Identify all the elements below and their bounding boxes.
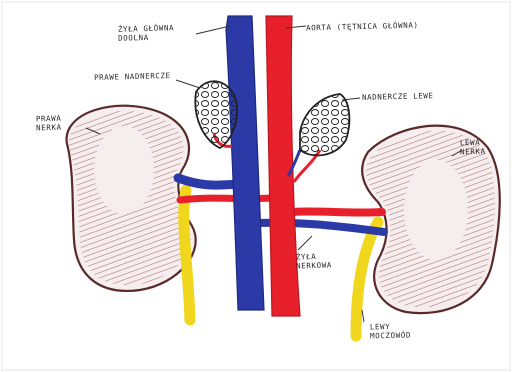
- leader-ureter: [362, 310, 364, 322]
- label-left-adrenal: NADNERCZE LEWE: [362, 91, 434, 102]
- label-renal-vein: ŻYŁA NERKOWA: [296, 252, 332, 272]
- right-ureter: [184, 190, 190, 320]
- left-renal-vein: [242, 223, 384, 232]
- label-vena-cava: ŻYŁA GŁÓWNA DOOLNA: [118, 23, 175, 43]
- leader-renal-vein: [298, 236, 312, 250]
- label-right-kidney: PRAWA NERKA: [36, 114, 62, 133]
- aorta: [266, 16, 300, 316]
- label-right-adrenal: PRAWE NADNERCZE: [94, 71, 171, 82]
- leader-vena-cava: [196, 26, 230, 34]
- label-left-ureter-line2: MOCZOWÓD: [370, 331, 411, 341]
- vena-cava: [226, 16, 264, 310]
- label-left-kidney-line2: NERKA: [460, 147, 486, 157]
- left-renal-artery: [292, 211, 382, 212]
- label-left-kidney: LEWA NERKA: [460, 138, 486, 157]
- label-vena-cava-line2: DOOLNA: [118, 33, 175, 44]
- leader-right-adrenal: [176, 80, 200, 88]
- label-left-ureter: LEWY MOCZOWÓD: [370, 321, 411, 341]
- label-renal-vein-line2: NERKOWA: [296, 261, 332, 271]
- right-renal-vein: [178, 178, 238, 185]
- label-right-kidney-line2: NERKA: [36, 123, 62, 133]
- left-adrenal-gland: [300, 94, 349, 155]
